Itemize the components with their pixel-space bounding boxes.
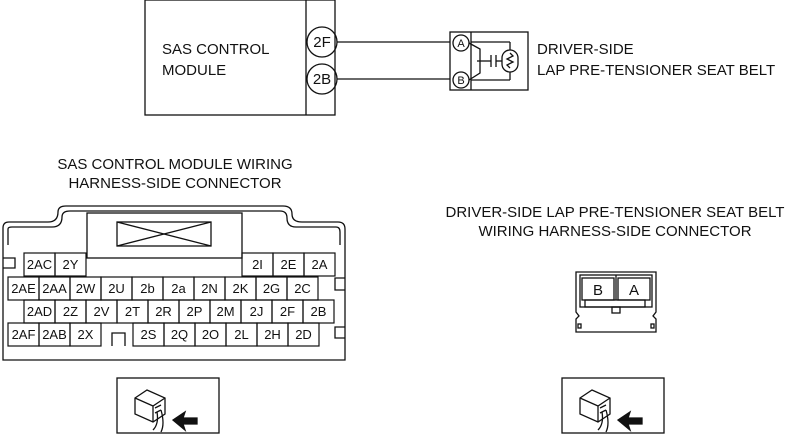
pin-label-2M: 2M bbox=[216, 304, 234, 319]
harness-side-view-icon bbox=[561, 377, 665, 434]
pin-label-2AC: 2AC bbox=[27, 257, 52, 272]
sas-connector-title-2: HARNESS-SIDE CONNECTOR bbox=[68, 175, 281, 192]
pin-label-2R: 2R bbox=[155, 304, 172, 319]
seatbelt-connector bbox=[575, 271, 657, 333]
harness-side-view-icon bbox=[116, 377, 220, 434]
pin-label-2b: 2b bbox=[140, 281, 154, 296]
pin-label-2L: 2L bbox=[234, 327, 248, 342]
pin-label-2N: 2N bbox=[201, 281, 218, 296]
sas-pin-grid: 2AC 2Y 2I 2E 2A 2AE 2AA 2W 2U 2b 2a 2N 2K 2G 2C 2AD 2Z 2V… bbox=[7, 252, 336, 347]
pin-label-2H: 2H bbox=[264, 327, 281, 342]
pin-cell bbox=[303, 252, 336, 277]
pin-label-2E: 2E bbox=[281, 257, 297, 272]
pin-label-2P: 2P bbox=[187, 304, 203, 319]
pin-label-2I: 2I bbox=[252, 257, 263, 272]
seatbelt-pin-A: A bbox=[629, 282, 639, 299]
pin-label-2D: 2D bbox=[295, 327, 312, 342]
squib-icon bbox=[501, 49, 519, 73]
pin-cell bbox=[287, 322, 320, 347]
pin-label-2AE: 2AE bbox=[11, 281, 36, 296]
pretensioner-box bbox=[449, 31, 529, 91]
pin-label-2S: 2S bbox=[141, 327, 157, 342]
pin-label-2K: 2K bbox=[233, 281, 249, 296]
seatbelt-connector-title-1: DRIVER-SIDE LAP PRE-TENSIONER SEAT BELT bbox=[446, 204, 785, 221]
module-label-1: SAS CONTROL bbox=[162, 41, 270, 58]
device-label-1: DRIVER-SIDE bbox=[537, 41, 634, 58]
pin-cell bbox=[54, 252, 87, 277]
pin-label-2AA: 2AA bbox=[42, 281, 67, 296]
pin-label-2Q: 2Q bbox=[171, 327, 188, 342]
pin-label-2F: 2F bbox=[280, 304, 295, 319]
device-label-2: LAP PRE-TENSIONER SEAT BELT bbox=[537, 62, 775, 79]
seatbelt-connector-title-2: WIRING HARNESS-SIDE CONNECTOR bbox=[478, 223, 751, 240]
sas-connector bbox=[2, 205, 346, 361]
pin-label-2AD: 2AD bbox=[27, 304, 52, 319]
sas-module-box bbox=[144, 0, 336, 116]
pin-label-2Y: 2Y bbox=[63, 257, 79, 272]
pin-label: 2B bbox=[313, 71, 331, 88]
pin-label-2W: 2W bbox=[76, 281, 96, 296]
pin-label-2U: 2U bbox=[108, 281, 125, 296]
pin-cell bbox=[69, 322, 102, 347]
module-label-2: MODULE bbox=[162, 62, 226, 79]
pin-label-2AB: 2AB bbox=[42, 327, 67, 342]
pin-label-2J: 2J bbox=[250, 304, 264, 319]
pin-label: A bbox=[457, 38, 465, 50]
pin-label-2B: 2B bbox=[311, 304, 327, 319]
seatbelt-pin-B: B bbox=[593, 282, 603, 299]
pin-label-2O: 2O bbox=[202, 327, 219, 342]
pin-label-2C: 2C bbox=[294, 281, 311, 296]
pin-label: 2F bbox=[313, 34, 331, 51]
pin-label-2V: 2V bbox=[94, 304, 110, 319]
pin-label-2a: 2a bbox=[171, 281, 186, 296]
pin-label-2AF: 2AF bbox=[12, 327, 36, 342]
pin-label-2Z: 2Z bbox=[63, 304, 78, 319]
pin-label-2G: 2G bbox=[263, 281, 280, 296]
pin-label-2X: 2X bbox=[78, 327, 94, 342]
pin-label: B bbox=[457, 75, 464, 87]
pin-label-2T: 2T bbox=[125, 304, 140, 319]
sas-connector-title-1: SAS CONTROL MODULE WIRING bbox=[57, 156, 292, 173]
pin-label-2A: 2A bbox=[312, 257, 328, 272]
